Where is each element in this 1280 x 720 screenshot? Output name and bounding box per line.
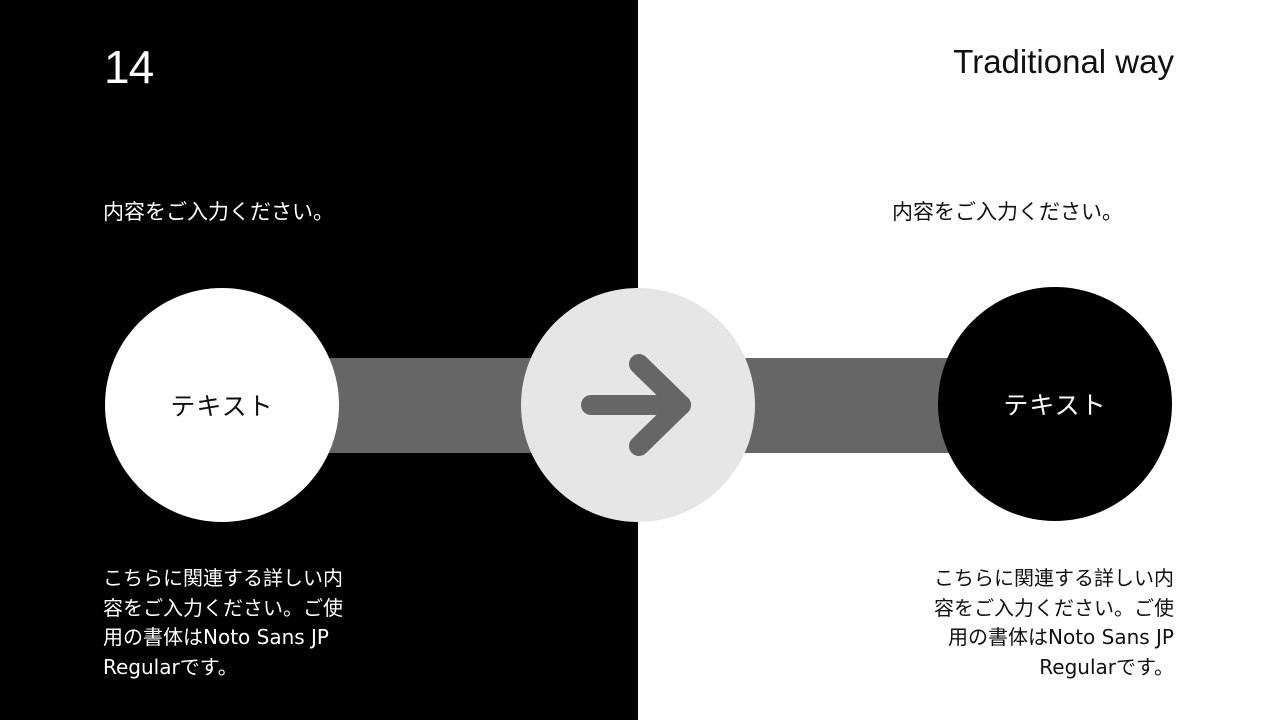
left-circle-label: テキスト bbox=[170, 392, 274, 421]
right-description-line: 用の書体はNoto Sans JP bbox=[948, 625, 1174, 649]
left-description-line: 用の書体はNoto Sans JP bbox=[103, 625, 329, 649]
left-circle: テキスト bbox=[105, 288, 339, 522]
right-circle-label: テキスト bbox=[1003, 391, 1107, 420]
arrow-right-icon bbox=[581, 354, 691, 456]
connector-bar-left bbox=[300, 358, 560, 453]
arrow-circle bbox=[521, 288, 755, 522]
left-description-line: Regularです。 bbox=[103, 654, 238, 679]
connector-bar-right bbox=[720, 358, 980, 453]
slide-title: Traditional way bbox=[953, 43, 1174, 80]
left-description: こちらに関連する詳しい内 容をご入力ください。ご使 用の書体はNoto Sans… bbox=[103, 564, 383, 682]
right-description-line: こちらに関連する詳しい内 bbox=[934, 566, 1174, 590]
right-circle: テキスト bbox=[938, 287, 1172, 521]
right-description-line: Regularです。 bbox=[1039, 654, 1174, 679]
left-description-line: こちらに関連する詳しい内 bbox=[103, 566, 343, 590]
page-number: 14 bbox=[104, 41, 154, 93]
right-description-line: 容をご入力ください。ご使 bbox=[934, 595, 1174, 620]
right-description: こちらに関連する詳しい内 容をご入力ください。ご使 用の書体はNoto Sans… bbox=[894, 564, 1174, 682]
left-description-line: 容をご入力ください。ご使 bbox=[103, 595, 343, 620]
left-heading: 内容をご入力ください。 bbox=[103, 200, 334, 224]
right-heading: 内容をご入力ください。 bbox=[892, 200, 1123, 224]
